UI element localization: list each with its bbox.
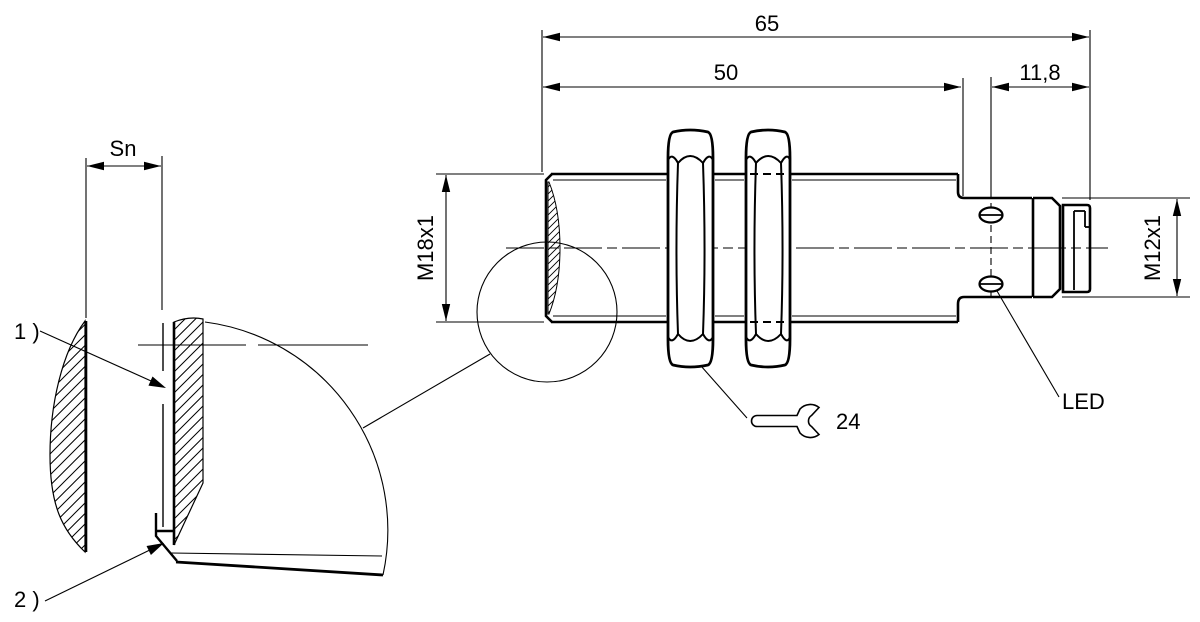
wrench-icon <box>750 403 821 439</box>
housing-wall-hatch <box>173 317 204 546</box>
housing-bottom-edge <box>154 513 384 577</box>
hex-nut-front <box>666 128 715 369</box>
hex-nut-rear <box>744 128 792 369</box>
detail-view-construction <box>39 156 389 602</box>
arrowheads <box>87 32 1182 555</box>
led-leader <box>996 290 1060 398</box>
dim-label-11-8: 11,8 <box>1019 60 1060 85</box>
housing-bottom-thin-edge <box>170 552 383 557</box>
dim-label-m18x1: M18x1 <box>413 215 438 281</box>
dim-label-m12x1: M12x1 <box>1140 215 1165 281</box>
label-led: LED <box>1062 389 1105 414</box>
dim-label-sn: Sn <box>110 136 137 161</box>
sensing-face-edge <box>544 173 553 323</box>
detail-connection-line <box>362 353 491 429</box>
plug-keyway <box>1073 210 1090 290</box>
thread-lines <box>553 179 956 317</box>
dim-label-50: 50 <box>714 60 738 85</box>
detail-balloon-arc <box>204 321 389 576</box>
note-1-leader <box>39 330 161 386</box>
led-indicator <box>978 206 1004 293</box>
dim-label-65: 65 <box>755 11 779 36</box>
label-wrench-24: 24 <box>836 409 860 434</box>
label-note-2: 2 ) <box>14 587 40 612</box>
target-object-hatch <box>49 319 86 554</box>
sensing-cap-hatch <box>547 181 561 315</box>
note-2-leader <box>44 545 159 602</box>
label-note-1: 1 ) <box>14 319 40 344</box>
